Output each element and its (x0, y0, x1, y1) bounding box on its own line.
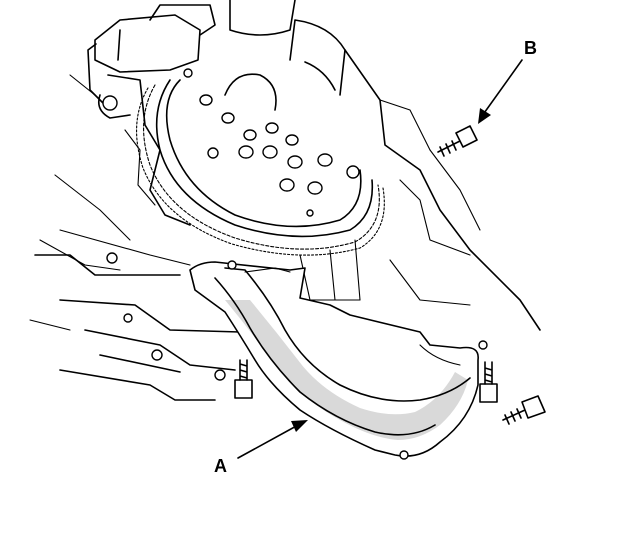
callout-b-label: B (524, 38, 537, 58)
flywheel (136, 79, 385, 256)
bolt-b-upper (437, 125, 478, 157)
callout-a: A (214, 420, 308, 476)
callout-b: B (478, 38, 537, 124)
bolt-left-lower (234, 359, 253, 399)
callout-a-label: A (214, 456, 227, 476)
lower-cover-plate (189, 260, 488, 460)
bolt-right-lower (479, 361, 498, 403)
bolt-right-side (502, 395, 546, 425)
